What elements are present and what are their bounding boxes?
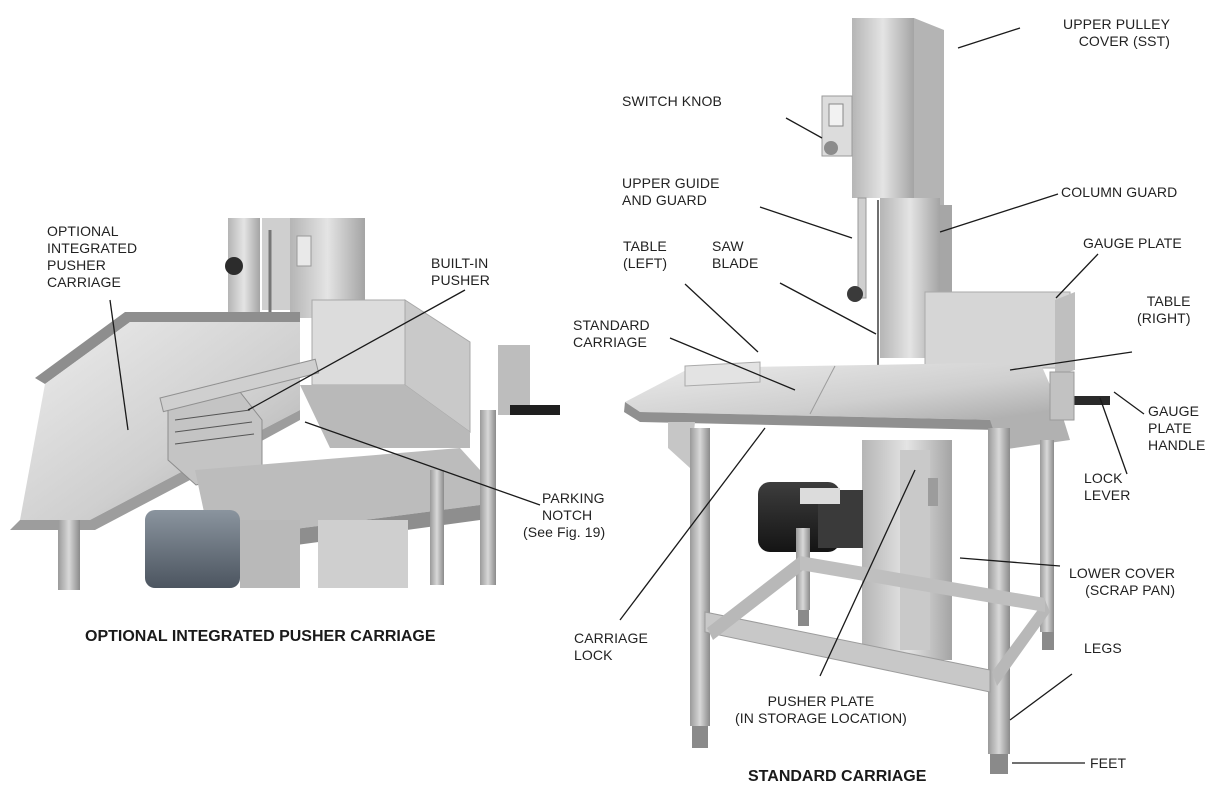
label-legs: LEGS — [1084, 640, 1122, 656]
label-parking-notch: PARKING NOTCH — [542, 490, 605, 523]
leader-lines — [109, 27, 1145, 764]
left-saw-photo — [10, 218, 560, 590]
label-standard-carriage: STANDARD CARRIAGE — [573, 317, 650, 350]
label-lower-cover: LOWER COVER (SCRAP PAN) — [1069, 565, 1176, 598]
label-parking-notch-ref: (See Fig. 19) — [523, 524, 606, 540]
label-feet: FEET — [1090, 755, 1127, 771]
label-optional-integrated-pusher-carriage: OPTIONAL INTEGRATED PUSHER CARRIAGE — [47, 223, 138, 290]
label-switch-knob: SWITCH KNOB — [622, 93, 722, 109]
label-lock-lever: LOCK LEVER — [1084, 470, 1131, 503]
label-gauge-plate-handle: GAUGE PLATE HANDLE — [1148, 403, 1206, 453]
label-carriage-lock: CARRIAGE LOCK — [574, 630, 648, 663]
label-table-left: TABLE (LEFT) — [623, 238, 668, 271]
label-pusher-plate: PUSHER PLATE (IN STORAGE LOCATION) — [735, 693, 907, 726]
label-saw-blade: SAW BLADE — [712, 238, 759, 271]
caption-optional-integrated-pusher-carriage: OPTIONAL INTEGRATED PUSHER CARRIAGE — [85, 628, 436, 645]
label-gauge-plate: GAUGE PLATE — [1083, 235, 1182, 251]
caption-standard-carriage: STANDARD CARRIAGE — [748, 768, 927, 785]
label-upper-guide-and-guard: UPPER GUIDE AND GUARD — [622, 175, 720, 208]
right-saw-photo — [624, 18, 1110, 774]
label-table-right: TABLE (RIGHT) — [1137, 293, 1191, 326]
label-built-in-pusher: BUILT-IN PUSHER — [431, 255, 490, 288]
label-column-guard: COLUMN GUARD — [1061, 184, 1178, 200]
label-upper-pulley-cover: UPPER PULLEY COVER (SST) — [1063, 16, 1171, 49]
